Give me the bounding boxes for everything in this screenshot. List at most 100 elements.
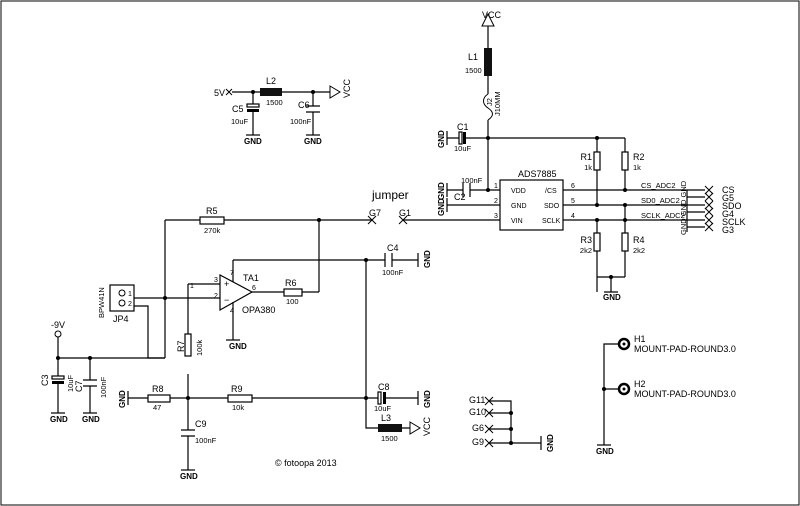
ta1-pin7: 7 <box>230 270 234 277</box>
adc-body <box>499 179 564 231</box>
adc-pin-sdo: SDO <box>544 203 560 210</box>
vcc-label-l3: VCC <box>422 416 432 436</box>
r3r4-gnd: GND <box>597 275 625 302</box>
bottom-connectors: G11 G10 G6 G9 GND <box>469 395 555 452</box>
svg-text:−: − <box>224 295 229 305</box>
label-neg9v: -9V <box>51 320 65 330</box>
x-g5 <box>704 192 714 202</box>
conn-g9: G9 <box>472 437 484 447</box>
c1-value: 10uF <box>454 144 472 153</box>
j2-name: J2 <box>485 98 494 106</box>
l2-value: 1500 <box>266 98 283 107</box>
c3-value: 10uF <box>66 374 75 392</box>
right-connectors: CS G5 SDO G4 SCLK G3 <box>704 185 746 235</box>
l2-supply: 5V L2 1500 VCC C5 10uF GND C6 100nF GND <box>214 76 352 146</box>
r6-name: R6 <box>285 278 297 288</box>
adc-pin-sclk: SCLK <box>542 218 561 225</box>
adc-pinnum-3: 3 <box>494 213 498 220</box>
gnd-c1: GND <box>437 130 446 148</box>
x-g4 <box>704 207 714 217</box>
l1-name: L1 <box>468 52 478 62</box>
adc-gnd-pin: GND <box>437 198 500 216</box>
vcc-arrow-l2 <box>329 85 341 99</box>
adc-output-nets: CS_ADC2 SD0_ADC2 SCLK_ADC2 GND GND GND <box>563 180 705 235</box>
l2-inductor <box>260 88 282 96</box>
jp4-name: JP4 <box>113 314 129 324</box>
net-sclk-adc2: SCLK_ADC2 <box>641 211 685 220</box>
adc-pin-vdd: VDD <box>511 188 526 195</box>
l3-supply: L3 1500 VCC <box>365 398 432 443</box>
c1-name: C1 <box>457 122 469 132</box>
r7-value: 100k <box>195 339 204 356</box>
r6-value: 100 <box>286 297 299 306</box>
opamp-ta1: + − TA1 OPA380 3 2 7 4 6 1 GND <box>163 260 319 351</box>
r3-value: 2k2 <box>580 246 592 255</box>
gnd-mount: GND <box>596 447 614 456</box>
r8-value: 47 <box>153 403 161 412</box>
c4-capacitor: C4 100nF GND <box>233 243 432 398</box>
conn-sdo: SDO <box>722 201 742 211</box>
gnd-bottom: GND <box>546 434 555 452</box>
c6-value: 100nF <box>290 117 312 126</box>
conn-cs: CS <box>722 185 735 195</box>
vcc-label-top: VCC <box>482 10 502 20</box>
r9-resistor: R9 10k <box>227 384 253 412</box>
c5-value: 10uF <box>231 117 249 126</box>
r7-resistor: R7 100k <box>176 333 204 400</box>
h2-value: MOUNT-PAD-ROUND3.0 <box>634 389 736 399</box>
j2-value: J10MM <box>493 91 502 116</box>
r1-value: 1k <box>584 163 592 172</box>
gnd-c4: GND <box>423 250 432 268</box>
gnd-adc: GND <box>437 198 446 216</box>
adc-pinnum-5: 5 <box>571 198 575 205</box>
conn-g6: G6 <box>472 423 484 433</box>
gnd-c9: GND <box>180 472 198 481</box>
x-g3 <box>704 222 714 232</box>
r4-value: 2k2 <box>633 246 645 255</box>
c4-value: 100nF <box>382 268 404 277</box>
jp4-body <box>109 284 135 312</box>
conn-g1: G1 <box>399 208 411 218</box>
h1-value: MOUNT-PAD-ROUND3.0 <box>634 344 736 354</box>
c2-capacitor: C2 100nF GND <box>437 176 500 202</box>
l2-name: L2 <box>266 76 276 86</box>
h1-name: H1 <box>634 334 646 344</box>
l1-value: 1500 <box>465 66 482 75</box>
gnd-c8: GND <box>423 390 432 408</box>
r8-name: R8 <box>152 384 164 394</box>
c2-name: C2 <box>454 192 466 202</box>
adc-chip-ads7885: ADS7885 VDD GND VIN /CS SDO SCLK 1 2 3 6… <box>494 169 575 231</box>
j2-jumper-symbol <box>483 93 493 121</box>
c6-plates <box>306 105 320 113</box>
c7-value: 100nF <box>99 376 108 398</box>
x-cs <box>704 185 714 195</box>
adc-pin-gnd: GND <box>511 203 527 210</box>
gnd-c3: GND <box>50 415 68 424</box>
gnd-r3r4: GND <box>603 293 621 302</box>
jp4-pin2: 2 <box>128 301 132 308</box>
r9-name: R9 <box>231 384 243 394</box>
c9-capacitor: C9 100nF GND <box>180 398 217 481</box>
c8-value: 10uF <box>374 404 392 413</box>
c5-plate-bottom <box>247 109 259 112</box>
neg9v-supply: -9V C3 10uF GND C7 100nF GND <box>40 320 165 424</box>
r1-name: R1 <box>580 152 592 162</box>
r2-name: R2 <box>633 152 645 162</box>
c8-name: C8 <box>378 382 390 392</box>
label-jumper: jumper <box>371 188 409 202</box>
adc-pinnum-6: 6 <box>571 183 575 190</box>
jp4-photodiode: 1 2 JP4 BPW41N <box>97 284 165 359</box>
r1-resistor: R1 1k <box>580 138 601 205</box>
conn-g10: G10 <box>469 407 486 417</box>
r3-name: R3 <box>580 235 592 245</box>
c5-plate-top <box>246 103 260 108</box>
conn-sclk: SCLK <box>722 217 746 227</box>
c6-name: C6 <box>298 100 310 110</box>
r3-resistor: R3 2k2 <box>580 220 601 292</box>
adc-pinnum-1: 1 <box>494 183 498 190</box>
x-marker-5v <box>225 88 233 96</box>
jumper-g7-g1: jumper G7 G1 <box>367 188 500 225</box>
x-sclk <box>704 215 714 225</box>
conn-g7: G7 <box>369 208 381 218</box>
